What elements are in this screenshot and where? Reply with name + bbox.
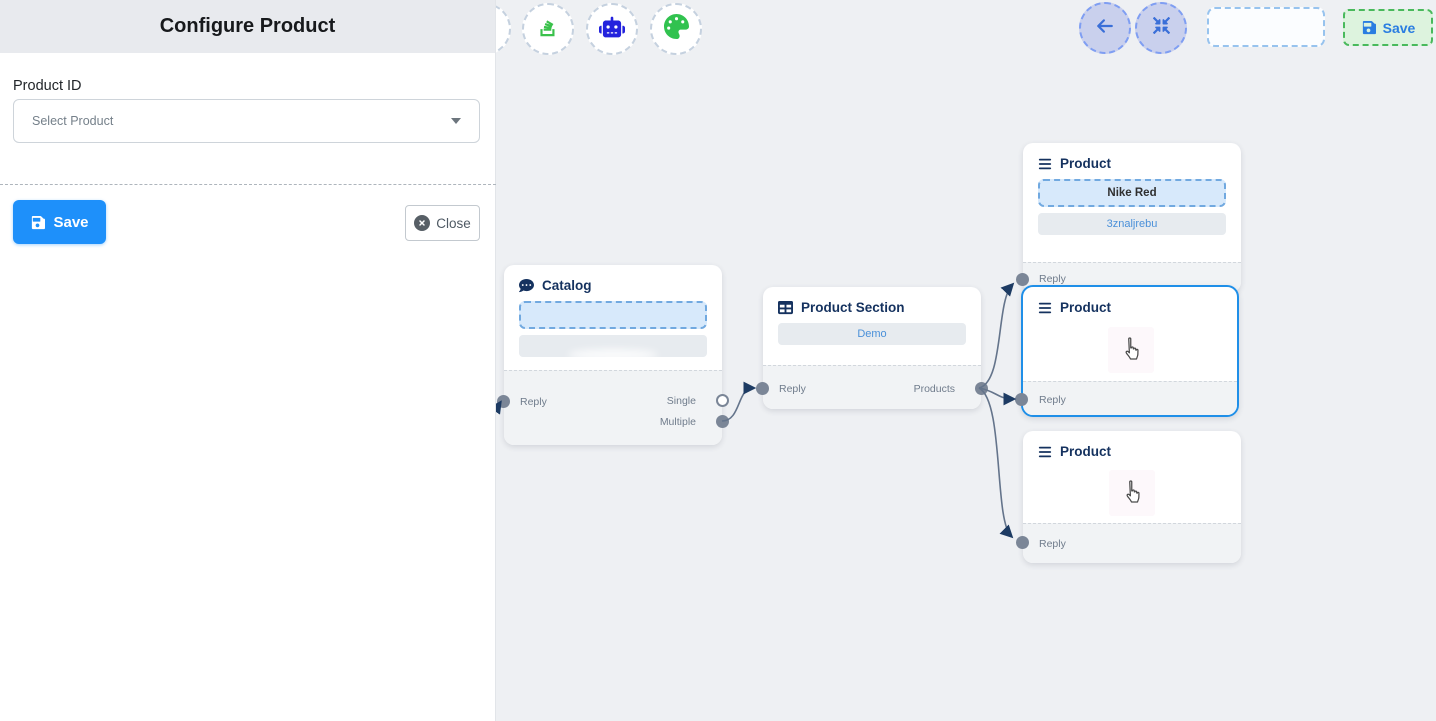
panel-divider: [0, 184, 496, 185]
toolbar-button-hidden[interactable]: [496, 3, 511, 55]
node-product-section-header: Product Section: [763, 287, 981, 323]
node-product-middle[interactable]: Product Reply: [1015, 285, 1239, 417]
product-selected-value[interactable]: Nike Red: [1038, 179, 1226, 207]
panel-save-label: Save: [53, 213, 89, 231]
port-label-reply: Reply: [1039, 273, 1066, 285]
canvas-save-label: Save: [1382, 19, 1416, 36]
fit-view-button[interactable]: [1135, 2, 1187, 54]
node-product-section[interactable]: Product Section Demo Reply Products: [756, 287, 988, 409]
x-circle-icon: [414, 215, 431, 231]
port-label-single: Single: [666, 395, 696, 407]
toolbar-button-theme[interactable]: [650, 3, 702, 55]
node-title: Product: [1060, 444, 1112, 459]
product-id-label: Product ID: [13, 78, 82, 94]
compress-icon: [1152, 17, 1170, 39]
panel-header: Configure Product: [0, 0, 495, 53]
port-label-reply: Reply: [779, 383, 806, 395]
handle-catalog-multiple[interactable]: [716, 415, 729, 428]
node-catalog[interactable]: Catalog Reply Single Multiple: [497, 265, 729, 445]
port-label-reply: Reply: [520, 396, 547, 408]
node-title: Product: [1060, 156, 1112, 171]
handle-product-top-reply[interactable]: [1016, 273, 1029, 286]
panel-save-button[interactable]: Save: [13, 200, 106, 244]
catalog-secondary-slot[interactable]: [519, 335, 707, 357]
handle-product-middle-reply[interactable]: [1015, 393, 1028, 406]
node-catalog-ports: Reply Single Multiple: [504, 370, 722, 445]
handle-product-bottom-reply[interactable]: [1016, 536, 1029, 549]
menu-icon: [1038, 301, 1052, 315]
node-product-top[interactable]: Product Nike Red 3znaljrebu Reply: [1016, 143, 1241, 292]
grid-icon: [778, 300, 793, 315]
node-title: Catalog: [542, 278, 592, 293]
handle-section-products[interactable]: [975, 382, 988, 395]
product-id-value[interactable]: 3znaljrebu: [1038, 213, 1226, 235]
panel-title: Configure Product: [159, 15, 336, 37]
port-label-products: Products: [913, 383, 955, 395]
node-title: Product Section: [801, 300, 905, 315]
node-product-bottom[interactable]: Product Reply: [1016, 431, 1241, 563]
node-product-bottom-header: Product: [1023, 431, 1241, 467]
menu-icon: [1038, 157, 1052, 171]
toolbar-button-stack[interactable]: [522, 3, 574, 55]
port-label-multiple: Multiple: [659, 416, 696, 428]
chevron-down-icon: [451, 118, 461, 124]
node-title: Product: [1060, 300, 1112, 315]
chat-dots-icon: [519, 278, 534, 293]
configure-product-panel: Configure Product Product ID Select Prod…: [0, 0, 496, 721]
product-id-select[interactable]: Select Product: [13, 99, 480, 143]
stack-icon: [535, 14, 561, 45]
panel-close-label: Close: [436, 215, 471, 231]
palette-icon: [663, 14, 689, 44]
node-product-middle-ports: Reply: [1023, 381, 1237, 415]
flow-canvas[interactable]: Save: [496, 0, 1436, 721]
arrow-left-icon: [1096, 17, 1114, 40]
floppy-icon: [1361, 20, 1376, 35]
node-catalog-header: Catalog: [504, 265, 722, 301]
floppy-icon: [30, 215, 46, 230]
node-product-middle-header: Product: [1023, 287, 1237, 323]
port-label-reply: Reply: [1039, 394, 1066, 406]
back-button[interactable]: [1079, 2, 1131, 54]
robot-icon: [599, 14, 625, 45]
hand-cursor-icon: [1108, 327, 1154, 373]
select-placeholder: Select Product: [32, 114, 114, 128]
handle-section-reply[interactable]: [756, 382, 769, 395]
toolbar-button-bot[interactable]: [586, 3, 638, 55]
handle-catalog-single[interactable]: [716, 394, 729, 407]
handle-catalog-reply[interactable]: [497, 395, 510, 408]
catalog-empty-slot[interactable]: [519, 301, 707, 329]
ghost-action-button[interactable]: [1207, 7, 1325, 47]
node-product-section-ports: Reply Products: [763, 365, 981, 409]
menu-icon: [1038, 445, 1052, 459]
port-label-reply: Reply: [1039, 538, 1066, 550]
canvas-save-button[interactable]: Save: [1343, 9, 1433, 46]
node-product-top-header: Product: [1023, 143, 1241, 179]
section-demo-button[interactable]: Demo: [778, 323, 966, 345]
hand-cursor-icon: [1109, 470, 1155, 516]
node-product-bottom-ports: Reply: [1023, 523, 1241, 563]
panel-close-button[interactable]: Close: [405, 205, 480, 241]
